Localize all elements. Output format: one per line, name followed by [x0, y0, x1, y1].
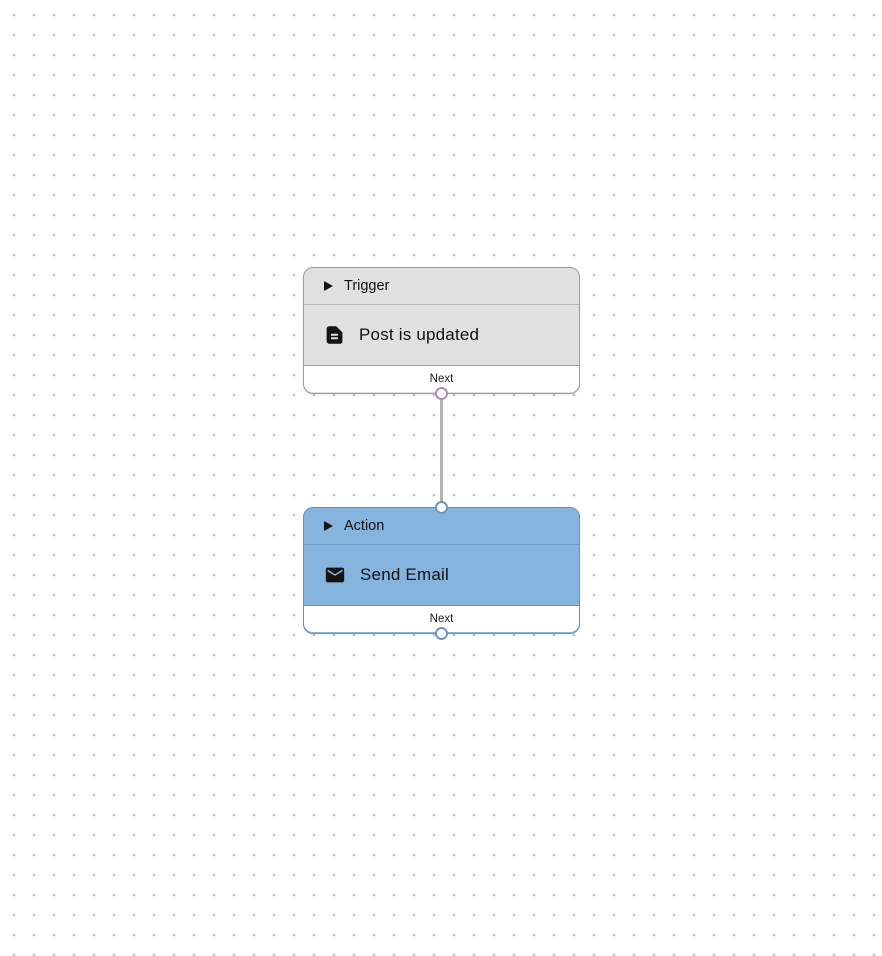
- next-port-label: Next: [429, 613, 454, 625]
- email-icon: [324, 564, 346, 586]
- collapse-arrow-icon[interactable]: [324, 281, 333, 291]
- document-icon: [324, 324, 345, 346]
- trigger-node-header[interactable]: Trigger: [304, 268, 579, 305]
- next-port-label: Next: [429, 373, 454, 385]
- action-output-port[interactable]: [434, 627, 448, 640]
- action-input-port[interactable]: [434, 501, 448, 514]
- collapse-arrow-icon[interactable]: [324, 521, 333, 531]
- action-node[interactable]: Action Send Email Next: [303, 501, 580, 640]
- node-title: Post is updated: [359, 325, 480, 344]
- trigger-node-body[interactable]: Post is updated: [304, 305, 579, 366]
- action-node-header[interactable]: Action: [304, 508, 579, 545]
- node-title: Send Email: [360, 565, 449, 584]
- trigger-node[interactable]: Trigger Post is updated Next: [303, 267, 580, 400]
- node-kind-label: Trigger: [344, 278, 390, 294]
- connection-edge[interactable]: [440, 395, 443, 507]
- action-node-body[interactable]: Send Email: [304, 545, 579, 606]
- node-kind-label: Action: [344, 518, 385, 534]
- trigger-output-port[interactable]: [434, 387, 448, 400]
